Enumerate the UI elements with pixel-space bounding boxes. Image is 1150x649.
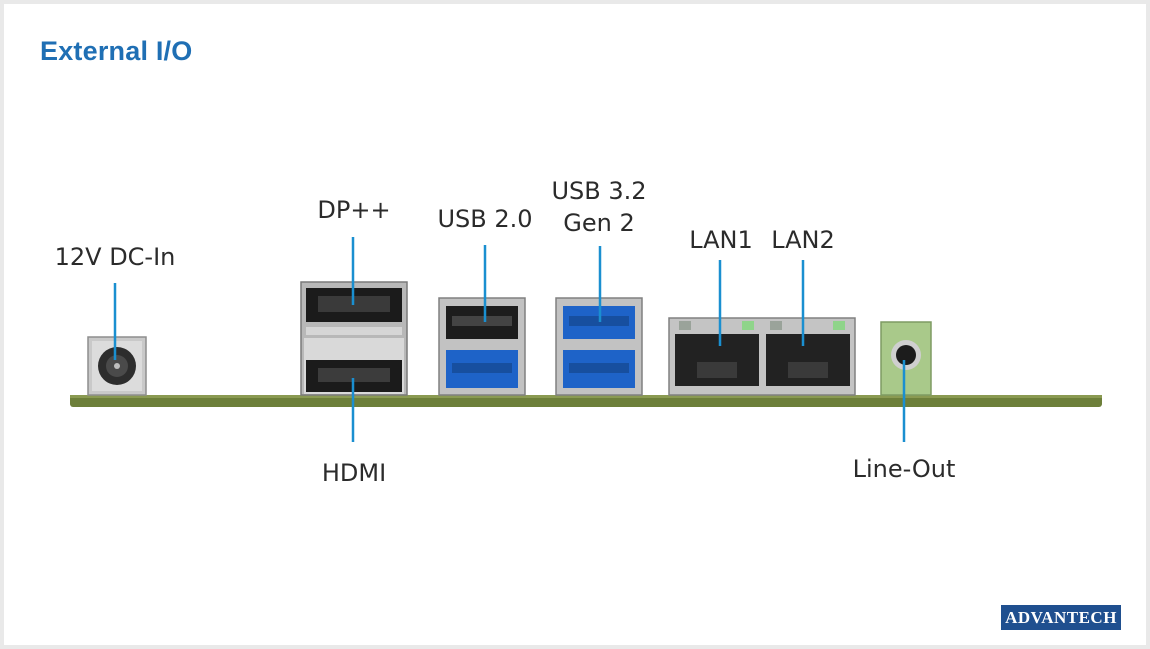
leader-lines (113, 237, 906, 442)
label-dc-in: 12V DC-In (54, 243, 176, 271)
label-usb32-line2: Gen 2 (563, 209, 635, 237)
lan-ports (668, 317, 856, 396)
usb2-stack (438, 297, 526, 396)
label-usb2: USB 2.0 (437, 205, 533, 233)
label-lan1: LAN1 (689, 226, 753, 254)
dc-in-jack (87, 336, 147, 396)
page-title: External I/O (40, 36, 193, 66)
label-usb32: USB 3.2 Gen 2 (551, 175, 646, 239)
line-out-jack (880, 321, 932, 396)
label-usb32-line1: USB 3.2 (551, 177, 647, 205)
brand-logo: ADVANTECH (1001, 605, 1121, 630)
label-dp: DP++ (317, 196, 391, 224)
label-line-out: Line-Out (852, 455, 956, 483)
label-hdmi: HDMI (321, 459, 387, 487)
label-lan2: LAN2 (771, 226, 835, 254)
